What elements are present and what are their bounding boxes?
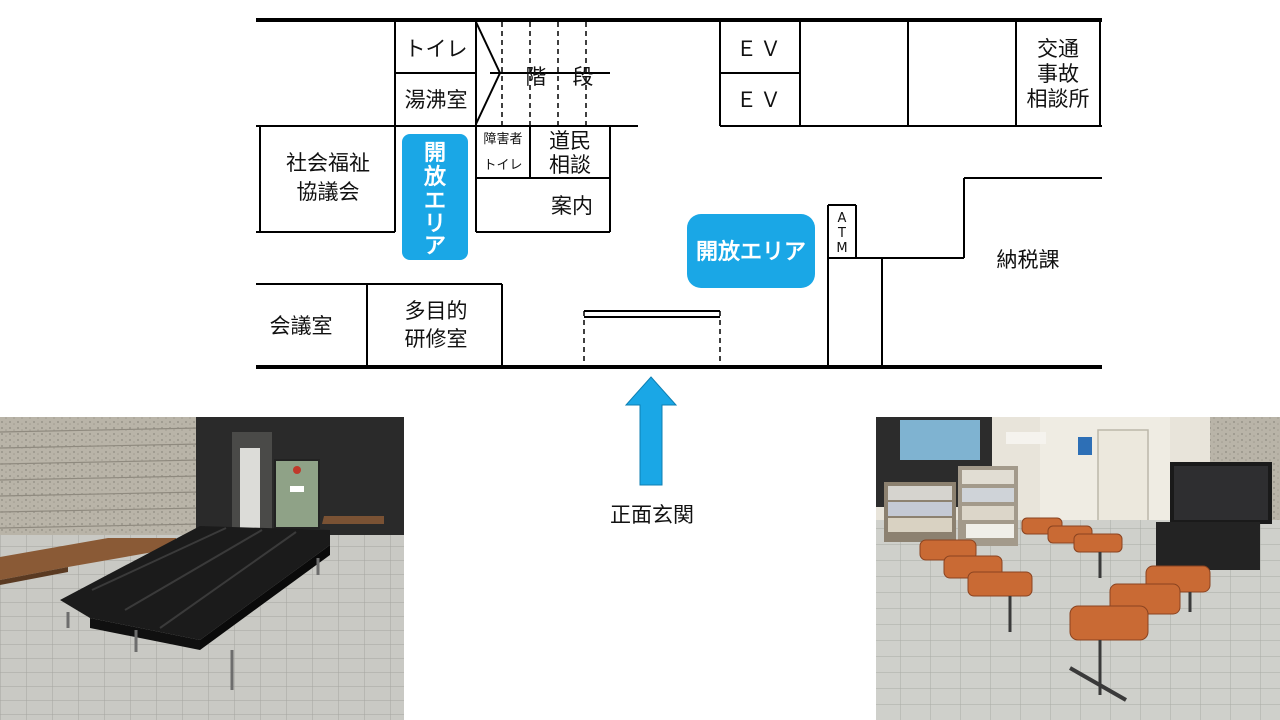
- room-toilet: トイレ: [405, 37, 468, 61]
- room-kettle: 湯沸室: [405, 88, 468, 112]
- traffic-office-3: 相談所: [1027, 87, 1090, 111]
- stairs-label-2: 段: [573, 65, 594, 89]
- orange-chairs-lobby-photo: [876, 417, 1280, 720]
- training-room-1: 多目的: [405, 299, 468, 323]
- welfare-council-1: 社会福祉: [286, 151, 370, 175]
- open-area-label: 開放エリア: [696, 239, 806, 265]
- open-area-vertical: 開 放 エ リ ア: [402, 134, 468, 260]
- black-bench-lobby-photo: [0, 417, 404, 720]
- open-area-char-1: 開: [424, 141, 446, 166]
- entrance-label: 正面玄関: [610, 503, 694, 527]
- atm-1: A: [838, 211, 847, 226]
- accessible-toilet-1: 障害者: [483, 131, 522, 147]
- tax-division: 納税課: [997, 248, 1060, 272]
- stairs-label-1: 階: [526, 65, 547, 89]
- atm-2: T: [837, 226, 846, 241]
- accessible-toilet-2: トイレ: [483, 158, 522, 173]
- citizen-consult-1: 道民: [549, 129, 591, 153]
- open-area-horizontal: 開放エリア: [687, 214, 815, 288]
- welfare-council-2: 協議会: [297, 180, 360, 204]
- traffic-office-2: 事故: [1037, 62, 1079, 86]
- elevator-2: ＥＶ: [736, 88, 784, 112]
- atm-3: M: [836, 241, 847, 256]
- open-area-char-3: エ: [424, 189, 446, 214]
- entrance-arrow-icon: [624, 376, 678, 486]
- open-area-char-4: リ: [424, 212, 446, 237]
- open-area-char-2: 放: [423, 164, 447, 190]
- open-area-char-5: ア: [424, 234, 446, 259]
- meeting-room: 会議室: [270, 314, 333, 338]
- training-room-2: 研修室: [405, 327, 468, 351]
- citizen-consult-2: 相談: [549, 153, 591, 177]
- floor-plan-walls: [256, 18, 1102, 369]
- traffic-office-1: 交通: [1037, 37, 1079, 61]
- info-desk: 案内: [551, 194, 593, 218]
- elevator-1: ＥＶ: [736, 37, 784, 61]
